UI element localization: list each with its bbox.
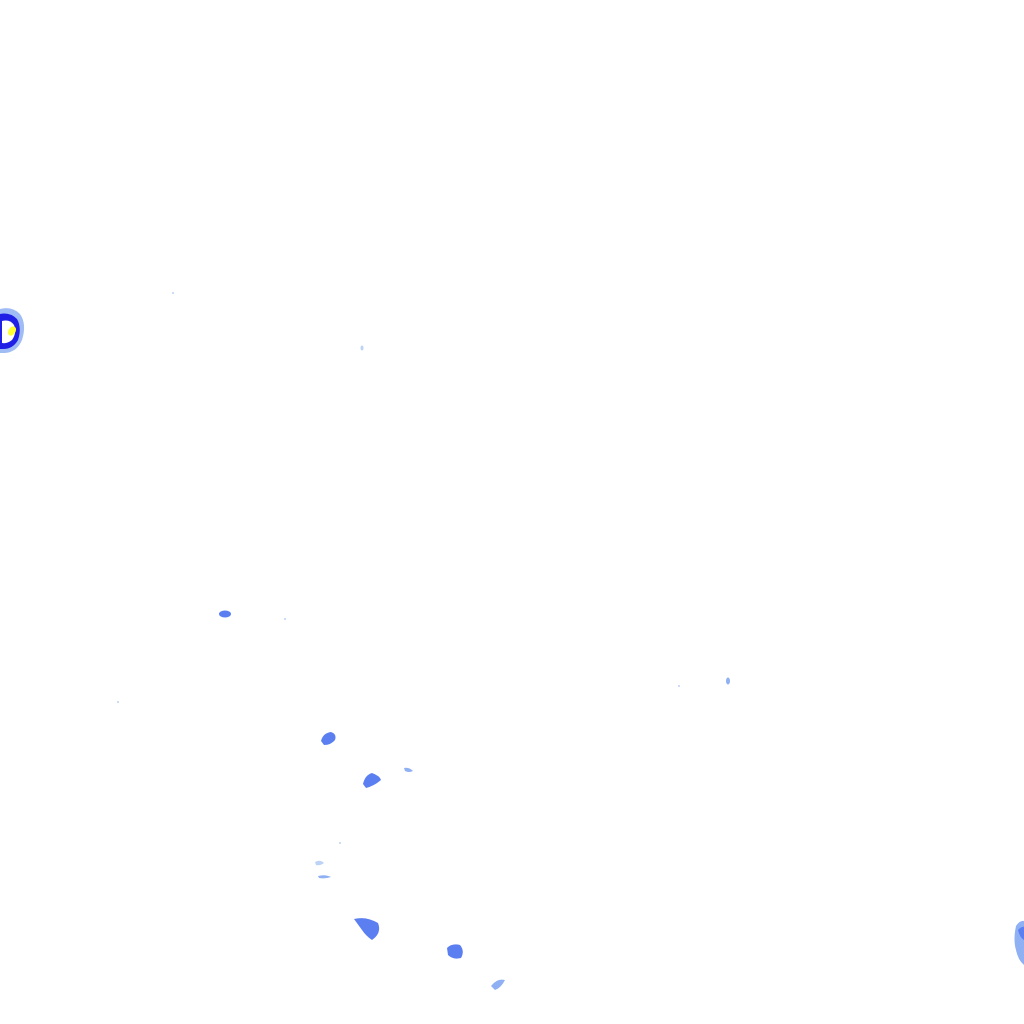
- radar-echo-speck: [339, 842, 341, 844]
- radar-echo: [404, 767, 413, 772]
- radar-echo: [354, 918, 380, 940]
- radar-echo-speck: [360, 345, 364, 351]
- radar-echo-speck: [117, 701, 119, 703]
- radar-echo: [315, 860, 324, 866]
- radar-echo: [219, 610, 231, 618]
- radar-echo-speck: [678, 685, 680, 687]
- radar-echo: [321, 732, 336, 745]
- radar-echo: [318, 875, 331, 879]
- radar-echo: [447, 944, 463, 959]
- radar-echo: [726, 677, 730, 685]
- radar-echo: [491, 979, 505, 990]
- radar-echo-peak: [7, 326, 17, 336]
- radar-echo: [363, 773, 381, 788]
- radar-echo: [1018, 926, 1024, 940]
- radar-echo-speck: [284, 618, 286, 620]
- radar-cell-strong: [0, 308, 25, 353]
- radar-echo-speck: [172, 292, 174, 294]
